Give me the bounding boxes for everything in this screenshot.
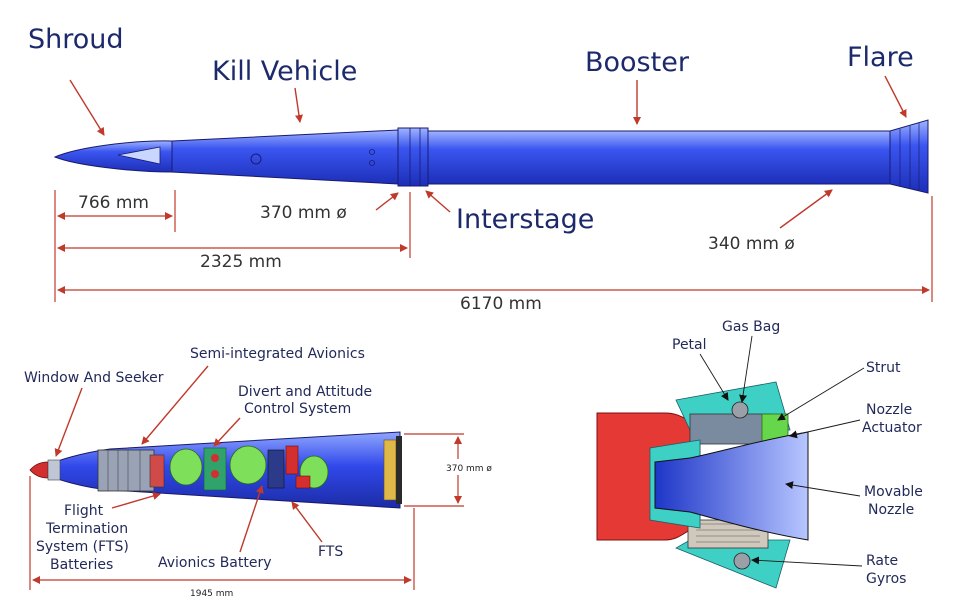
kv-port: [250, 153, 262, 165]
label-petal: Petal: [672, 337, 707, 353]
dacs-tank: [169, 448, 203, 486]
dim-766: 766 mm: [78, 193, 149, 213]
label-fts: FTS: [318, 544, 343, 560]
label-fts-2: Termination: [45, 521, 128, 537]
label-strut: Strut: [866, 360, 901, 376]
kv-nose-tip: [29, 461, 49, 479]
label-movable-nozzle-2: Nozzle: [868, 502, 914, 518]
label-interstage: Interstage: [456, 204, 594, 235]
dim-370-top: 370 mm ø: [260, 203, 347, 223]
kill-vehicle-shape: [171, 129, 399, 185]
label-fts-1: Flight: [64, 503, 104, 519]
label-shroud: Shroud: [28, 24, 124, 55]
label-semi-integrated-avionics: Semi-integrated Avionics: [190, 346, 365, 362]
nozzle-cutaway: Petal Gas Bag Strut Nozzle Actuator Mova…: [596, 319, 923, 589]
dim-340: 340 mm ø: [708, 234, 795, 254]
label-movable-nozzle-1: Movable: [864, 484, 923, 500]
dim-6170: 6170 mm: [460, 294, 542, 314]
shroud-arrow: [69, 79, 105, 136]
interstage-shape: [397, 127, 429, 187]
dacs-tank: [229, 445, 267, 485]
label-fts-4: Batteries: [50, 557, 113, 573]
dim-1945: 1945 mm: [190, 589, 233, 599]
label-divert-2: Control System: [244, 401, 351, 417]
label-kill-vehicle: Kill Vehicle: [212, 56, 357, 87]
flare-arrow: [884, 75, 907, 118]
label-divert-1: Divert and Attitude: [238, 384, 372, 400]
kv-port-small: [369, 149, 375, 155]
label-nozzle-actuator-2: Actuator: [862, 420, 922, 436]
booster-shape: [427, 130, 891, 185]
movable-nozzle-shape: [654, 431, 809, 541]
label-nozzle-actuator-1: Nozzle: [866, 402, 912, 418]
label-booster: Booster: [585, 47, 690, 78]
actuator-upper: [689, 413, 771, 445]
kill-vehicle-arrow: [294, 87, 303, 123]
label-gas-bag: Gas Bag: [722, 319, 780, 335]
dim-370-kv: 370 mm ø: [446, 464, 492, 474]
kill-vehicle-cutaway: Semi-integrated Avionics Window And Seek…: [24, 346, 512, 599]
label-flare: Flare: [847, 42, 914, 73]
seeker-window: [47, 459, 61, 481]
flare-shape: [889, 119, 929, 194]
rate-gyro-shape: [733, 552, 751, 570]
petal-lower: [675, 539, 791, 589]
interstage-arrow: [425, 190, 451, 213]
kv-port-small: [369, 160, 375, 166]
label-rate-gyros-1: Rate: [866, 553, 898, 569]
label-window-and-seeker: Window And Seeker: [24, 370, 164, 386]
missile-side-view: Shroud Kill Vehicle Booster Flare Inters…: [28, 24, 933, 314]
label-avionics-battery: Avionics Battery: [158, 555, 272, 571]
shroud-window: [117, 146, 161, 165]
label-fts-3: System (FTS): [36, 539, 129, 555]
label-rate-gyros-2: Gyros: [866, 571, 906, 587]
gas-bag-shape: [731, 401, 749, 419]
dim-2325: 2325 mm: [200, 252, 282, 272]
avionics-stack: [97, 449, 155, 492]
